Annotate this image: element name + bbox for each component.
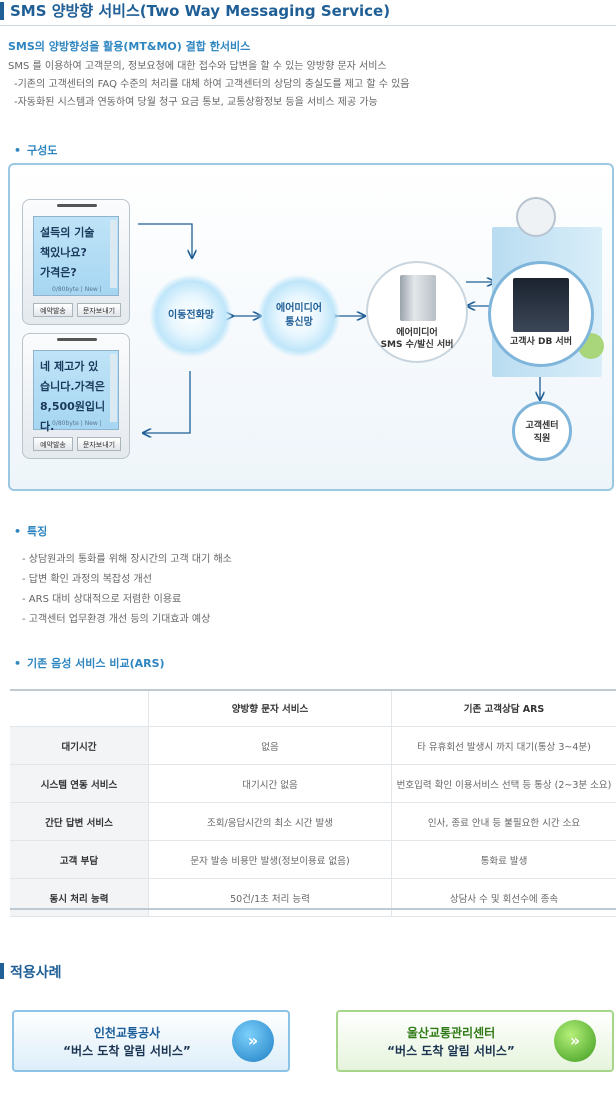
arrow-network-to-phone2 bbox=[144, 371, 191, 433]
description-line: SMS 를 이용하여 고객문의, 정보요청에 대한 접수와 답변을 할 수 있는… bbox=[8, 61, 387, 72]
air-network-label: 에어미디어 bbox=[276, 303, 322, 314]
table-row: 간단 답변 서비스 조회/응답시간의 최소 시간 발생 인사, 종료 안내 등 … bbox=[10, 802, 616, 841]
mobile-phone-customer: 설득의 기술 책있나요? 가격은? 0/80byte | New | 예약발송 … bbox=[22, 199, 130, 325]
sms-server-node: 에어미디어 SMS 수/발신 서버 bbox=[366, 261, 468, 363]
table-cell: 대기시간 없음 bbox=[148, 764, 392, 803]
byte-counter: 0/80byte | New | bbox=[52, 286, 102, 293]
table-cell: 타 유휴회선 발생시 까지 대기(통상 3~4분) bbox=[391, 726, 616, 765]
chevron-right-icon: » bbox=[232, 1020, 274, 1062]
table-header-cell bbox=[10, 689, 149, 727]
table-row: 시스템 연동 서비스 대기시간 없음 번호입력 확인 이용서비스 선택 등 통상… bbox=[10, 764, 616, 803]
title-accent-bar bbox=[0, 2, 4, 20]
bullet-icon: • bbox=[14, 144, 22, 157]
section-title-comparison: •기존 음성 서비스 비교(ARS) bbox=[14, 657, 165, 670]
description-line: -자동화된 시스템과 연동하여 당월 청구 요금 통보, 교통상황정보 등을 서… bbox=[14, 97, 378, 108]
service-subtitle: SMS의 양방향성을 활용(MT&MO) 결합 한서비스 bbox=[8, 40, 251, 53]
table-bottom-border bbox=[10, 908, 616, 910]
case-ulsan-button[interactable]: 울산교통관리센터 “버스 도착 알림 서비스” » bbox=[336, 1010, 614, 1072]
table-cell: 문자 발송 비용만 발생(정보이용료 없음) bbox=[148, 840, 392, 879]
phone-message: 설득의 기술 책있나요? 가격은? bbox=[40, 226, 95, 279]
table-cell: 없음 bbox=[148, 726, 392, 765]
section-title-cases: 적용사례 bbox=[10, 965, 62, 981]
section-title-diagram: •구성도 bbox=[14, 144, 58, 157]
case-title: 인천교통공사 bbox=[93, 1026, 161, 1040]
server-icon bbox=[400, 275, 436, 321]
table-cell: 50건/1초 처리 능력 bbox=[148, 878, 392, 917]
mobile-phone-reply: 네 제고가 있 습니다.가격은 8,500원입니다. 0/80byte | Ne… bbox=[22, 333, 130, 459]
page-title: SMS 양방향 서비스(Two Way Messaging Service) bbox=[10, 2, 391, 20]
send-message-button[interactable]: 문자보내기 bbox=[77, 437, 121, 451]
feature-item: - ARS 대비 상대적으로 저렴한 이용료 bbox=[22, 594, 182, 605]
table-row: 대기시간 없음 타 유휴회선 발생시 까지 대기(통상 3~4분) bbox=[10, 726, 616, 765]
bullet-icon: • bbox=[14, 525, 22, 538]
case-title: 울산교통관리센터 bbox=[406, 1026, 496, 1040]
table-cell: 인사, 종료 안내 등 불필요한 시간 소요 bbox=[391, 802, 616, 841]
table-top-border bbox=[10, 689, 616, 691]
sms-server-label: SMS 수/발신 서버 bbox=[380, 340, 454, 350]
row-label: 간단 답변 서비스 bbox=[10, 802, 149, 841]
title-divider bbox=[0, 25, 616, 26]
phone-screen: 네 제고가 있 습니다.가격은 8,500원입니다. 0/80byte | Ne… bbox=[33, 350, 119, 433]
mobile-network-glow bbox=[150, 275, 232, 357]
table-header-row: 양방향 문자 서비스 기존 고객상담 ARS bbox=[10, 689, 616, 727]
mobile-network-label: 이동전화망 bbox=[168, 310, 214, 321]
row-label: 고객 부담 bbox=[10, 840, 149, 879]
reserve-send-button[interactable]: 예약발송 bbox=[33, 437, 73, 451]
bullet-icon: • bbox=[14, 657, 22, 670]
feature-item: - 답변 확인 과정의 복잡성 개선 bbox=[22, 574, 152, 585]
phone-screen: 설득의 기술 책있나요? 가격은? 0/80byte | New | bbox=[33, 216, 119, 296]
feature-item: - 상담원과의 통화를 위해 장시간의 고객 대기 해소 bbox=[22, 554, 232, 565]
table-cell: 통화료 발생 bbox=[391, 840, 616, 879]
customer-center-node: 고객센터 직원 bbox=[512, 401, 572, 461]
case-incheon-button[interactable]: 인천교통공사 “버스 도착 알림 서비스” » bbox=[12, 1010, 290, 1072]
phone-speaker bbox=[57, 338, 97, 341]
satellite-dish-icon bbox=[516, 197, 556, 237]
table-cell: 번호입력 확인 이용서비스 선택 등 통상 (2~3분 소요) bbox=[391, 764, 616, 803]
table-header-cell: 양방향 문자 서비스 bbox=[148, 689, 392, 727]
scrollbar bbox=[110, 354, 117, 422]
row-label: 대기시간 bbox=[10, 726, 149, 765]
scrollbar bbox=[110, 220, 117, 288]
reserve-send-button[interactable]: 예약발송 bbox=[33, 303, 73, 317]
table-row: 동시 처리 능력 50건/1초 처리 능력 상담사 수 및 회선수에 종속 bbox=[10, 878, 616, 917]
case-title: “버스 도착 알림 서비스” bbox=[63, 1044, 191, 1058]
byte-counter: 0/80byte | New | bbox=[52, 420, 102, 427]
cases-accent-bar bbox=[0, 963, 4, 979]
send-message-button[interactable]: 문자보내기 bbox=[77, 303, 121, 317]
section-title-features: •특징 bbox=[14, 525, 48, 538]
rack-server-icon bbox=[513, 278, 569, 332]
phone-message: 네 제고가 있 습니다.가격은 8,500원입니다. bbox=[40, 360, 106, 433]
customer-center-label: 고객센터 bbox=[525, 421, 559, 431]
arrow-phone1-to-network bbox=[138, 223, 192, 257]
comparison-table: 양방향 문자 서비스 기존 고객상담 ARS 대기시간 없음 타 유휴회선 발생… bbox=[10, 689, 616, 917]
table-cell: 상담사 수 및 회선수에 종속 bbox=[391, 878, 616, 917]
db-server-node: 고객사 DB 서버 bbox=[488, 261, 594, 367]
architecture-diagram: 설득의 기술 책있나요? 가격은? 0/80byte | New | 예약발송 … bbox=[8, 163, 614, 491]
air-network-glow bbox=[258, 275, 340, 357]
phone-speaker bbox=[57, 204, 97, 207]
customer-center-label: 직원 bbox=[533, 434, 551, 444]
table-header-cell: 기존 고객상담 ARS bbox=[391, 689, 616, 727]
sms-server-label: 에어미디어 bbox=[396, 328, 438, 338]
description-line: -기존의 고객센터의 FAQ 수준의 처리를 대체 하여 고객센터의 상담의 충… bbox=[14, 79, 410, 90]
case-title: “버스 도착 알림 서비스” bbox=[387, 1044, 515, 1058]
chevron-right-icon: » bbox=[554, 1020, 596, 1062]
air-network-label: 통신망 bbox=[285, 317, 313, 328]
db-server-label: 고객사 DB 서버 bbox=[510, 337, 572, 347]
table-cell: 조회/응답시간의 최소 시간 발생 bbox=[148, 802, 392, 841]
feature-item: - 고객센터 업무환경 개선 등의 기대효과 예상 bbox=[22, 614, 211, 625]
table-row: 고객 부담 문자 발송 비용만 발생(정보이용료 없음) 통화료 발생 bbox=[10, 840, 616, 879]
row-label: 시스템 연동 서비스 bbox=[10, 764, 149, 803]
row-label: 동시 처리 능력 bbox=[10, 878, 149, 917]
